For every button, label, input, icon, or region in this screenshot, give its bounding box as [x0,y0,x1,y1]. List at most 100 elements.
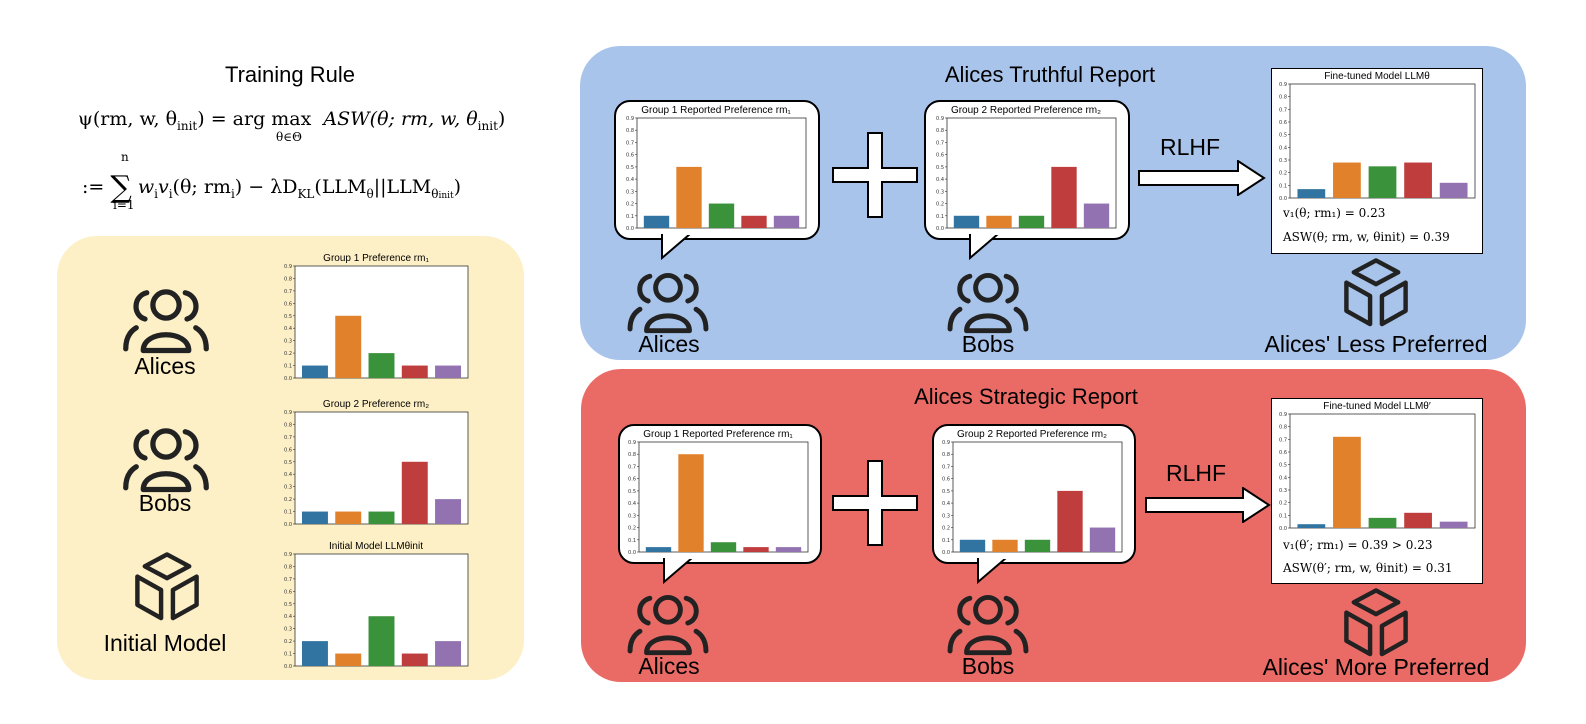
y-tick-label: 0.2 [284,639,292,645]
strategic-alices-icon [624,590,712,656]
initial-model-label: Initial Model [103,630,227,656]
y-tick-label: 0.4 [284,472,292,478]
truthful-rlhf-label: RLHF [1159,134,1221,160]
bar [678,454,704,552]
y-tick-label: 0.5 [284,314,292,320]
bar [1024,539,1051,552]
truthful-group1-bubble-tail [661,232,693,261]
bar [710,542,737,552]
strategic-group2-bubble-tail [977,556,1009,585]
y-tick-label: 0.6 [1279,120,1287,126]
bar [301,365,328,378]
y-tick-label: 0.0 [628,550,636,556]
y-tick-label: 0.6 [284,301,292,307]
y-tick-label: 0.2 [942,526,950,532]
y-tick-label: 0.6 [936,153,944,159]
y-tick-label: 0.6 [942,477,950,483]
y-tick-label: 0.6 [284,447,292,453]
y-tick-label: 0.9 [942,440,950,446]
strategic-group1-bubble-tail [663,556,695,585]
y-tick-label: 0.1 [284,364,292,370]
y-tick-label: 0.0 [284,664,292,670]
y-tick-label: 0.2 [284,497,292,503]
y-tick-label: 0.3 [628,513,636,519]
y-tick-label: 0.2 [628,526,636,532]
y-tick-label: 0.1 [626,214,634,220]
y-tick-label: 0.6 [1279,450,1287,456]
y-tick-label: 0.5 [942,489,950,495]
y-tick-label: 0.8 [626,128,634,134]
y-tick-label: 0.1 [936,214,944,220]
bar [368,616,395,666]
bar [1439,182,1468,198]
bar [435,641,462,666]
bar [773,215,800,228]
chart-title: Group 2 Preference rm₂ [322,399,430,410]
y-tick-label: 0.3 [284,339,292,345]
truthful-bobs-label: Bobs [961,331,1015,357]
y-tick-label: 0.0 [936,226,944,232]
truthful-title: Alices Truthful Report [944,62,1156,87]
y-tick-label: 0.7 [284,435,292,441]
chart-title: Fine-tuned Model LLMθ′ [1323,401,1431,412]
y-tick-label: 0.5 [628,489,636,495]
bar [1051,166,1077,228]
y-tick-label: 0.8 [936,128,944,134]
bar [743,547,769,552]
y-tick-label: 0.4 [628,501,636,507]
y-tick-label: 0.9 [626,116,634,122]
truthful-plus-icon [832,132,918,218]
y-tick-label: 0.0 [942,550,950,556]
y-tick-label: 0.8 [284,422,292,428]
alices-group-icon [122,284,210,354]
formula-sum-bottom: i=1 [113,198,135,212]
y-tick-label: 0.6 [284,589,292,595]
bar [953,215,980,228]
bar [1368,517,1397,528]
y-tick-label: 0.7 [284,577,292,583]
y-tick-label: 0.9 [936,116,944,122]
y-tick-label: 0.8 [628,452,636,458]
initial-model-cube-icon [130,550,204,624]
y-tick-label: 0.7 [626,140,634,146]
y-tick-label: 0.1 [1279,513,1287,519]
bobs-label: Bobs [138,490,192,516]
formula-sum-top: n [121,150,129,164]
y-tick-label: 0.0 [284,522,292,528]
chart-title: Initial Model LLMθinit [329,541,423,552]
truthful-model-label: Alices' Less Preferred [1264,331,1488,357]
bar [335,653,362,666]
y-tick-label: 0.7 [936,140,944,146]
y-tick-label: 0.2 [284,351,292,357]
bar [1057,490,1083,552]
bar [645,547,672,552]
chart-title: Fine-tuned Model LLMθ [1324,71,1430,82]
truthful-asw-value: ASW(θ; rm, w, θinit) = 0.39 [1283,230,1450,244]
bar [1297,189,1326,198]
y-tick-label: 0.4 [284,614,292,620]
y-tick-label: 0.4 [942,501,950,507]
y-tick-label: 0.2 [626,202,634,208]
y-tick-label: 0.9 [1279,412,1287,418]
bar [1333,436,1361,528]
bar [1333,162,1361,198]
chart-title: Group 1 Preference rm₁ [323,253,429,264]
strategic-asw-value: ASW(θ′; rm, w, θinit) = 0.31 [1283,561,1453,575]
bar [1404,162,1432,198]
bar [335,511,362,524]
chart-title: Group 2 Reported Preference rm₂ [950,105,1102,116]
strategic-rlhf-arrow-icon [1145,487,1271,523]
y-tick-label: 0.8 [1279,95,1287,101]
y-tick-label: 0.7 [284,289,292,295]
y-tick-label: 0.5 [936,165,944,171]
y-tick-label: 0.4 [936,177,944,183]
truthful-alices-label: Alices [638,331,700,357]
bar [643,215,670,228]
y-tick-label: 0.7 [628,464,636,470]
y-tick-label: 0.9 [284,264,292,270]
bar [1089,527,1116,552]
y-tick-label: 0.5 [626,165,634,171]
bar [301,511,328,524]
